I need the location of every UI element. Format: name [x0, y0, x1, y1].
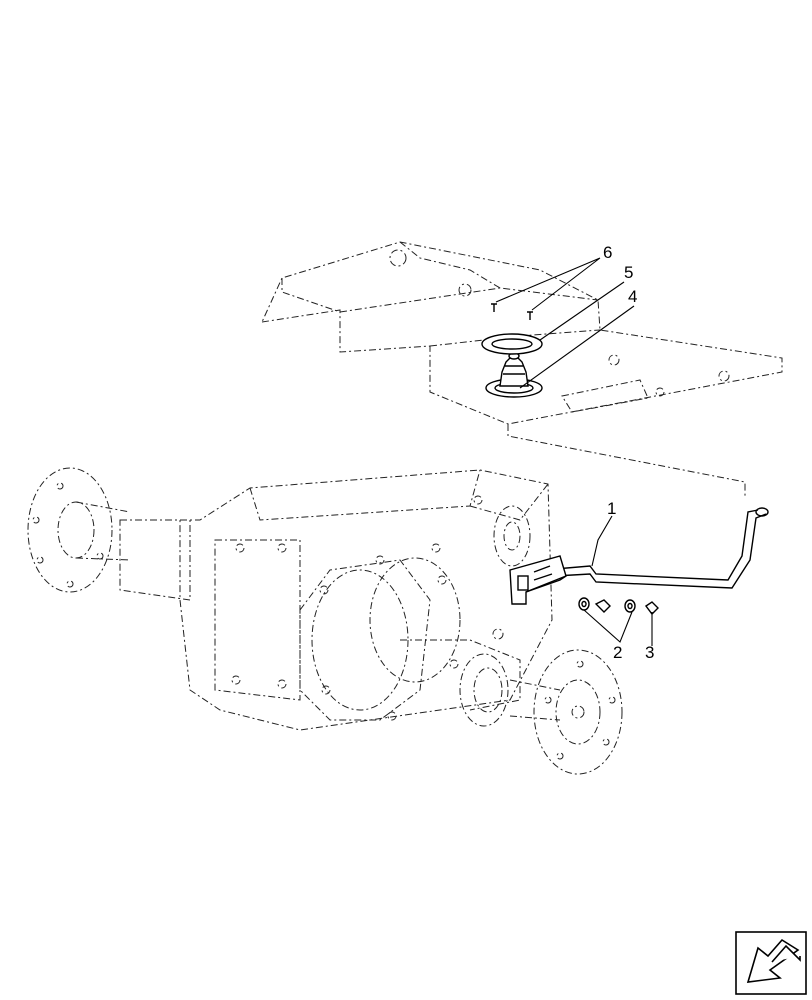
washer-left: [578, 597, 590, 611]
callout-5: 5: [624, 263, 633, 282]
callout-2: 2: [613, 643, 622, 662]
shift-boot: [485, 352, 543, 398]
floor-plate-outline: [261, 241, 783, 498]
bolt-left: [594, 599, 611, 613]
lever-bracket: [509, 555, 567, 605]
washer-right: [624, 599, 636, 613]
boot-retainer-plate: [481, 333, 543, 355]
bolt-right: [644, 601, 659, 616]
transmission-housing: [27, 467, 623, 775]
callout-3: 3: [645, 643, 654, 662]
retainer-screws: [491, 303, 533, 320]
leader-lines: [495, 257, 653, 646]
callout-6: 6: [603, 243, 612, 262]
callout-1: 1: [607, 499, 616, 518]
shift-lever: [519, 507, 769, 589]
callout-4: 4: [628, 287, 637, 306]
return-arrow-icon[interactable]: [735, 931, 807, 995]
